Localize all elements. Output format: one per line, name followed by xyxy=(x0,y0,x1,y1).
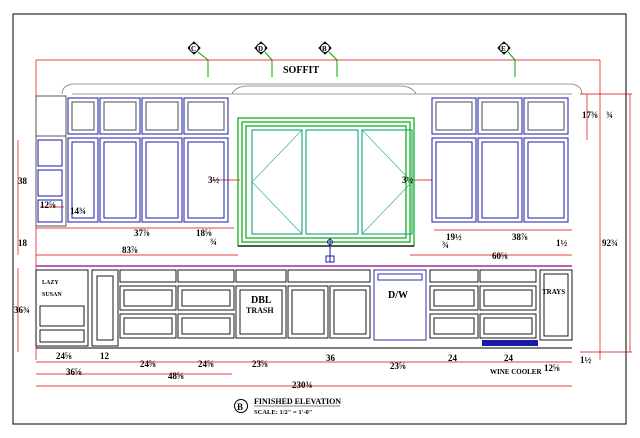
dim-right-sub3: 1½ xyxy=(556,238,568,248)
dim-left-small: 12⅝ xyxy=(40,200,56,210)
dim-left-counter-height: 18 xyxy=(18,238,28,248)
dim-bottom-2: 12 xyxy=(100,351,110,361)
dim-left-inner: 14¾ xyxy=(70,206,86,216)
dim-left-sub2: 18⅝ xyxy=(196,228,212,238)
soffit-label: SOFFIT xyxy=(283,65,319,76)
dim-left-sub: 37⅞ xyxy=(134,228,150,238)
dim-left-height: 38 xyxy=(18,176,28,186)
dim-bottom-10: 12⅝ xyxy=(544,363,560,373)
dim-bottom-8: 24 xyxy=(448,353,458,363)
section-marker-d: D xyxy=(254,41,273,77)
dim-bottom-9: 24 xyxy=(504,353,514,363)
section-marker-b: B xyxy=(318,41,338,77)
svg-text:B: B xyxy=(322,45,327,53)
wine-cooler-unit xyxy=(482,340,538,346)
dim-bottom-4: 24⅝ xyxy=(198,359,214,369)
lazy-susan-label-1: LAZY xyxy=(42,280,59,286)
dim-bottom-6: 36 xyxy=(326,353,336,363)
faucet xyxy=(325,238,335,263)
dim-left-sub3: ¾ xyxy=(210,237,217,247)
title-marker: B xyxy=(237,402,243,412)
trays-label: TRAYS xyxy=(542,288,565,296)
left-upper-cabinets xyxy=(35,95,229,227)
dim-upper-right-top: ¾ xyxy=(606,110,613,120)
range-hood xyxy=(237,117,415,247)
dim-right-total: 60⅝ xyxy=(492,251,508,261)
dbl-trash-label-2: TRASH xyxy=(246,306,274,315)
dim-bottom-5: 23⅝ xyxy=(252,359,268,369)
right-upper-cabinets xyxy=(431,97,569,223)
lazy-susan-label-2: SUSAN xyxy=(42,292,62,298)
dim-right-height: 92¾ xyxy=(602,238,618,248)
dishwasher-label: D/W xyxy=(388,290,408,301)
dim-run-1: 36⅝ xyxy=(66,367,82,377)
drawing-scale: SCALE: 1/2" = 1'-0" xyxy=(254,409,312,416)
soffit xyxy=(61,83,583,95)
title-block: B FINISHED ELEVATION SCALE: 1/2" = 1'-0" xyxy=(234,397,341,416)
svg-text:D: D xyxy=(258,45,263,53)
svg-text:E: E xyxy=(501,45,506,53)
dim-right-sub4: ¾ xyxy=(442,240,449,250)
dim-upper-right-height: 17⅜ xyxy=(582,110,598,120)
dim-bottom-7: 23⅝ xyxy=(390,361,406,371)
dbl-trash-label-1: DBL xyxy=(251,295,272,306)
dim-right-sub2: 38⅞ xyxy=(512,232,528,242)
dim-overall: 230¾ xyxy=(292,380,313,390)
sheet-border xyxy=(12,13,627,425)
wine-cooler-label: WINE COOLER xyxy=(490,368,542,376)
drawing-title: FINISHED ELEVATION xyxy=(254,397,341,406)
base-cabinets xyxy=(35,269,573,349)
section-marker-e: E xyxy=(497,41,516,77)
dim-hood-left-margin: 3½ xyxy=(208,175,220,185)
dim-run-2: 48⅝ xyxy=(168,371,184,381)
dim-right-sub1: 19½ xyxy=(446,232,462,242)
dim-left-total: 83⅞ xyxy=(122,245,138,255)
section-marker-c: C xyxy=(187,41,209,77)
dim-base-height: 36¾ xyxy=(14,305,30,315)
dim-bottom-1: 24⅝ xyxy=(56,351,72,361)
dim-bottom-3: 24⅝ xyxy=(140,359,156,369)
dim-hood-right-margin: 3½ xyxy=(402,175,414,185)
svg-text:C: C xyxy=(191,45,196,53)
dim-bottom-11: 1½ xyxy=(580,355,592,365)
